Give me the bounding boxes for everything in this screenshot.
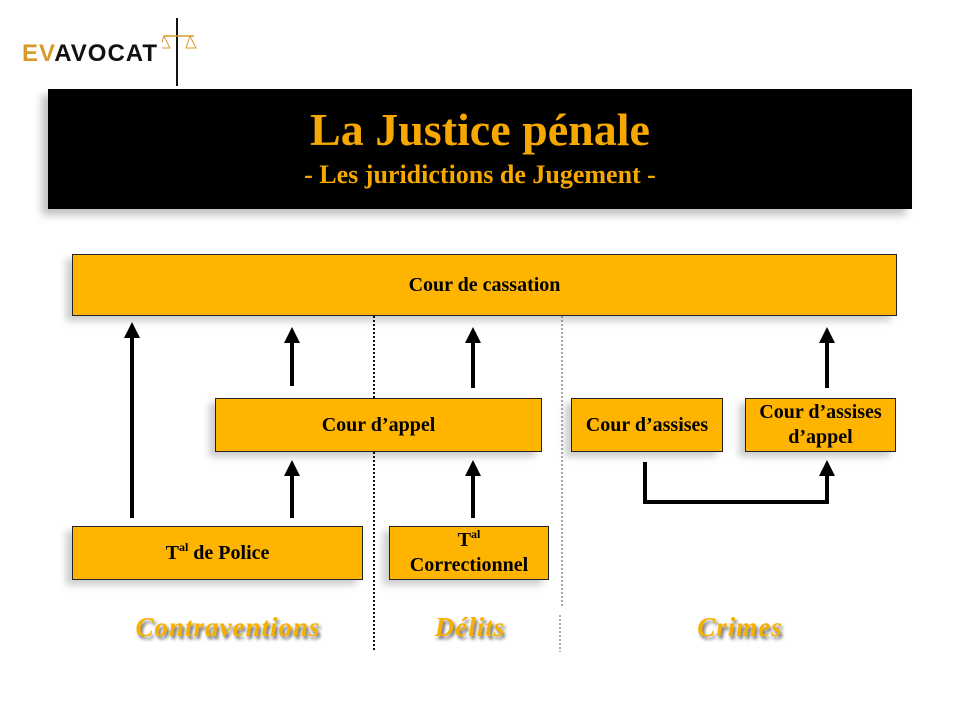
box-cour-de-cassation: Cour de cassation <box>72 254 897 316</box>
label-sup: al <box>178 539 189 554</box>
label-prefix: T <box>165 541 179 564</box>
page-subtitle: - Les juridictions de Jugement - <box>304 160 656 189</box>
arrow-assises-to-assises-appel <box>643 460 835 504</box>
box-cour-d-assises-d-appel: Cour d’assises d’appel <box>745 398 896 452</box>
box-tribunal-de-police: Tal de Police <box>72 526 363 580</box>
label-line2: Correctionnel <box>409 554 529 576</box>
label-rest: de Police <box>188 541 270 564</box>
label-prefix: T <box>457 529 471 551</box>
label: Cour d’assises d’appel <box>759 401 882 448</box>
label-line1: Tal <box>458 528 481 553</box>
title-banner: La Justice pénale - Les juridictions de … <box>48 89 912 209</box>
label: Cour d’assises <box>585 413 709 436</box>
logo-text-ev: EV <box>22 40 55 67</box>
label: Cour de cassation <box>408 273 561 296</box>
scales-of-justice-icon <box>162 18 197 86</box>
logo-text-avocat: AVOCAT <box>54 40 159 67</box>
category-contraventions: Contraventions <box>135 612 321 642</box>
box-cour-d-appel: Cour d’appel <box>215 398 542 452</box>
box-cour-d-assises: Cour d’assises <box>571 398 723 452</box>
category-crimes: Crimes <box>697 612 783 642</box>
logo: EVAVOCAT <box>22 18 197 86</box>
label: Tal de Police <box>166 541 270 566</box>
page-title: La Justice pénale <box>310 104 650 155</box>
label: Cour d’appel <box>321 413 436 436</box>
category-delits: Délits <box>434 612 506 642</box>
label-sup: al <box>471 527 481 541</box>
